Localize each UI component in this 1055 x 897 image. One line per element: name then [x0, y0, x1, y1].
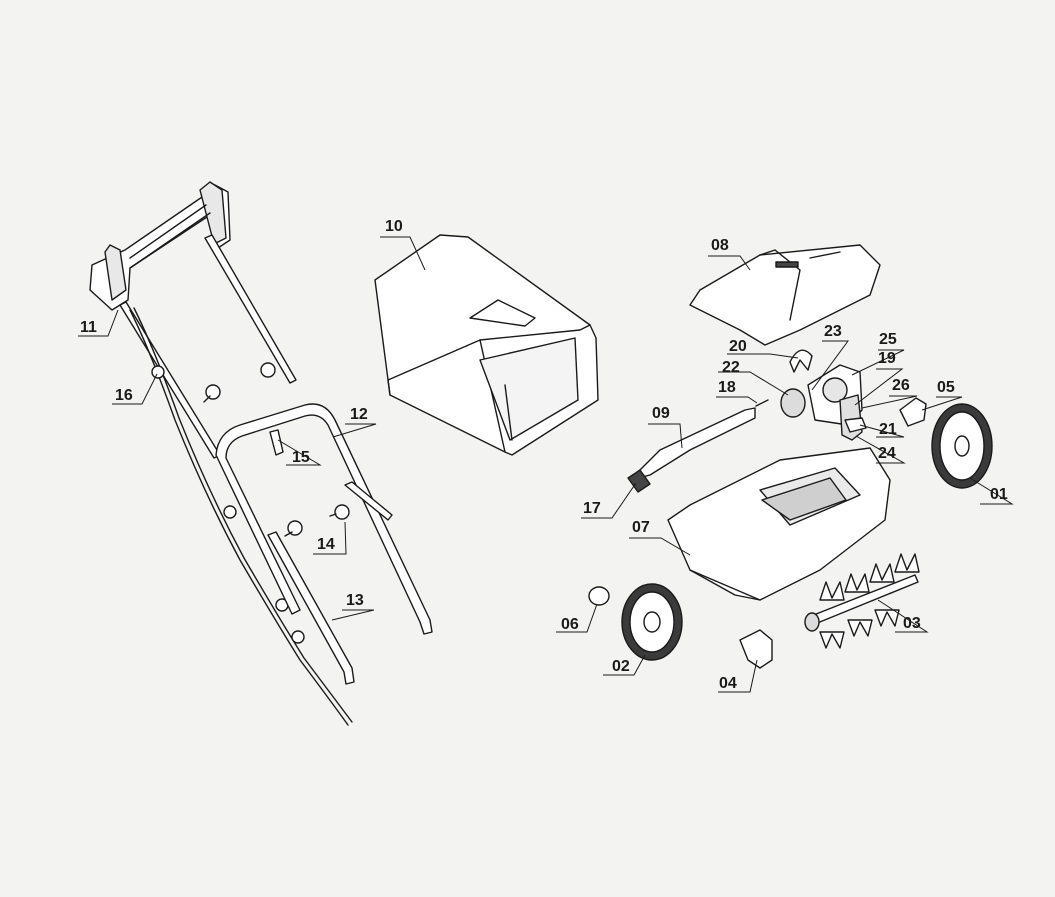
part-03-roller — [804, 553, 920, 649]
part-label-19: 19 — [878, 350, 896, 367]
part-01-wheel — [931, 403, 993, 489]
part-06-knob — [588, 586, 610, 606]
part-18-pin — [755, 399, 769, 407]
part-label-07: 07 — [632, 519, 650, 536]
part-04-bracket — [739, 629, 773, 669]
part-21-plate — [844, 417, 867, 433]
part-label-21: 21 — [879, 421, 897, 438]
part-label-22: 22 — [722, 359, 740, 376]
part-label-03: 03 — [903, 615, 921, 632]
part-22-pulley — [780, 388, 806, 418]
part-label-11: 11 — [80, 319, 97, 336]
part-08-rear-cover — [689, 244, 881, 346]
part-16-cable — [129, 307, 353, 726]
part-label-26: 26 — [892, 377, 910, 394]
part-07-deck — [667, 447, 891, 601]
part-10-grass-box — [374, 234, 599, 456]
part-label-01: 01 — [990, 486, 1008, 503]
leader-lines — [78, 236, 1014, 693]
part-label-23: 23 — [824, 323, 842, 340]
part-label-08: 08 — [711, 237, 729, 254]
part-label-10: 10 — [385, 218, 403, 235]
part-label-06: 06 — [561, 616, 579, 633]
part-09-flap — [627, 407, 756, 493]
part-label-25: 25 — [879, 331, 897, 348]
part-label-09: 09 — [652, 405, 670, 422]
part-label-16: 16 — [115, 387, 133, 404]
part-05-hub — [899, 397, 927, 427]
part-label-05: 05 — [937, 379, 955, 396]
part-label-13: 13 — [346, 592, 364, 609]
part-label-12: 12 — [350, 406, 368, 423]
motor-assembly — [755, 349, 867, 441]
part-20-bracket — [789, 349, 813, 373]
part-13-lower-tube — [267, 481, 393, 685]
part-label-04: 04 — [719, 675, 737, 692]
part-label-24: 24 — [878, 445, 896, 462]
part-12-lower-handle — [215, 403, 433, 635]
part-label-20: 20 — [729, 338, 747, 355]
part-label-17: 17 — [583, 500, 601, 517]
part-label-14: 14 — [317, 536, 335, 553]
part-label-18: 18 — [718, 379, 736, 396]
part-15-clip — [269, 429, 284, 456]
part-label-02: 02 — [612, 658, 630, 675]
part-label-15: 15 — [292, 449, 310, 466]
part-02-wheel — [621, 583, 683, 661]
part-14-knob — [284, 504, 350, 537]
part-11-upper-handle — [89, 181, 297, 459]
